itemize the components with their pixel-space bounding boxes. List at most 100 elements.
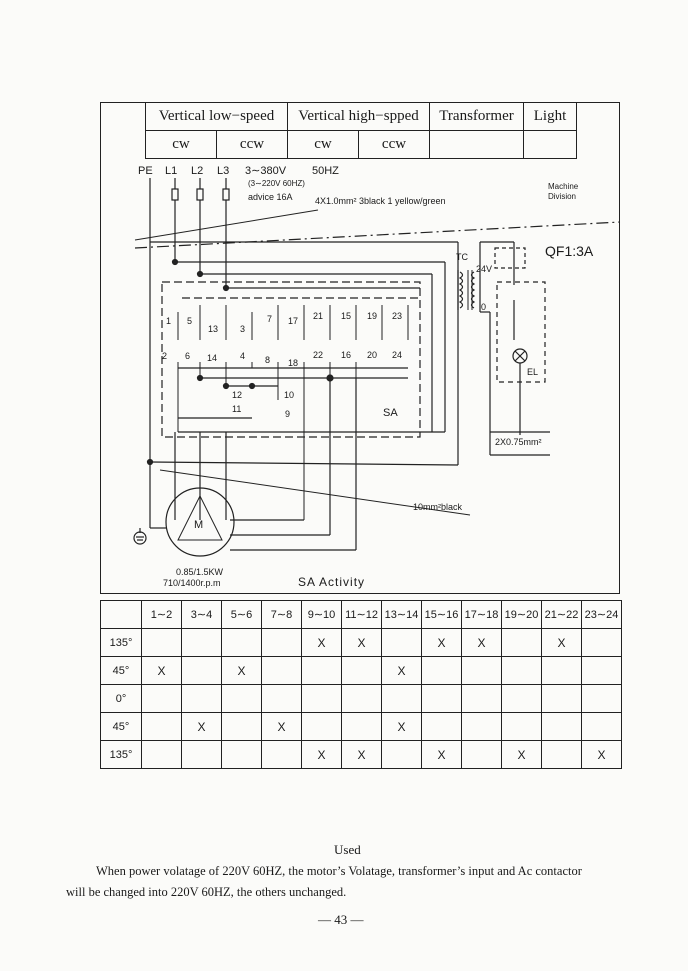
activity-cell: X [421,740,462,769]
terminal: 11 [232,404,242,414]
footer-line1: When power volatage of 220V 60HZ, the mo… [96,864,582,878]
terminal: 9 [285,409,291,419]
activity-cell [221,712,262,741]
terminal: 3 [240,324,246,334]
wiring-diagram [133,178,621,557]
activity-cell [541,740,582,769]
label-rpm: 710/1400r.p.m [163,578,221,588]
sa-activity-table: 1∼2 3∼4 5∼6 7∼8 9∼10 11∼12 13∼14 15∼16 1… [100,600,622,769]
activity-col: 15∼16 [421,600,462,629]
activity-row-label: 45° [100,656,142,685]
ground-icon [133,531,147,545]
activity-cell: X [341,740,382,769]
terminal: 15 [341,311,352,321]
label-alt-voltage: (3∼220V 60HZ) [248,179,305,188]
label-power: 0.85/1.5KW [176,567,224,577]
activity-row-label: 45° [100,712,142,741]
activity-col: 11∼12 [341,600,382,629]
terminal: 6 [185,351,191,361]
activity-cell [141,628,182,657]
terminal: 14 [207,353,218,363]
label-cable3: 10mm²black [413,502,463,512]
motor-symbol [165,487,235,557]
header-low-cw: cw [145,130,217,159]
page-number: — 43 — [318,912,364,927]
activity-cell [301,656,342,685]
activity-cell [421,684,462,713]
activity-cell [141,740,182,769]
terminal: 18 [288,358,299,368]
activity-cell [421,712,462,741]
fuse-l2 [196,188,204,201]
transformer-coil [458,271,464,309]
activity-col: 5∼6 [221,600,262,629]
activity-cell [261,656,302,685]
activity-cell: X [381,656,422,685]
header-high-ccw: ccw [358,130,430,159]
activity-cell [141,684,182,713]
label-l2: L2 [191,165,204,177]
label-cable2: 2X0.75mm² [495,437,542,447]
label-tc: TC [456,252,468,262]
activity-cell: X [461,628,502,657]
activity-cell [501,628,542,657]
activity-cell [381,740,422,769]
activity-cell [421,656,462,685]
activity-cell [181,684,222,713]
terminal: 16 [341,350,352,360]
activity-cell [461,656,502,685]
terminal: 12 [232,390,243,400]
terminal: 13 [208,324,219,334]
activity-cell: X [381,712,422,741]
terminal: 7 [267,314,273,324]
activity-cell [461,740,502,769]
activity-cell [141,712,182,741]
terminal: 2 [162,351,168,361]
activity-cell [341,656,382,685]
activity-cell [381,628,422,657]
header-transformer-blank [429,130,524,159]
activity-cell: X [541,628,582,657]
terminal: 8 [265,355,271,365]
activity-col: 3∼4 [181,600,222,629]
terminal: 4 [240,351,246,361]
terminal: 21 [313,311,324,321]
activity-col: 9∼10 [301,600,342,629]
terminal: 19 [367,311,378,321]
activity-cell [581,656,622,685]
activity-cell: X [181,712,222,741]
activity-cell [181,628,222,657]
fuse-l1 [171,188,179,201]
activity-cell [581,712,622,741]
label-voltage: 3∼380V [245,165,287,177]
activity-cell [541,712,582,741]
activity-cell [541,684,582,713]
activity-col: 13∼14 [381,600,422,629]
activity-col: 1∼2 [141,600,182,629]
activity-row-label: 135° [100,740,142,769]
activity-cell [381,684,422,713]
footer-line2: will be changed into 220V 60HZ, the othe… [66,885,347,899]
activity-cell [261,740,302,769]
label-qf1: QF1:3A [545,243,594,259]
activity-cell: X [581,740,622,769]
activity-cell [541,656,582,685]
label-freq: 50HZ [312,165,339,177]
activity-col: 19∼20 [501,600,542,629]
label-zero: 0 [481,302,487,312]
activity-row-label: 135° [100,628,142,657]
activity-cell: X [141,656,182,685]
activity-row-label: 0° [100,684,142,713]
activity-cell [181,656,222,685]
activity-cell [181,740,222,769]
fuse-l3 [222,188,230,201]
header-vertical-high: Vertical high−spped [287,102,430,131]
activity-cell [461,712,502,741]
activity-cell [581,684,622,713]
terminal: 23 [392,311,403,321]
terminal: 10 [284,390,295,400]
activity-col: 7∼8 [261,600,302,629]
